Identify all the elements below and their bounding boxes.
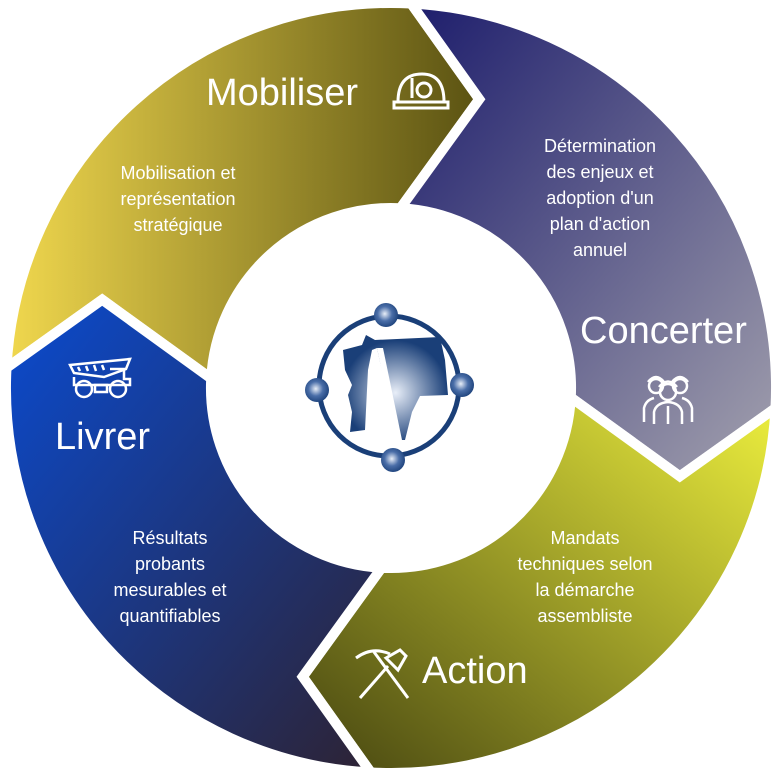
- segment-desc-mobiliser: Mobilisation et représentation stratégiq…: [88, 160, 268, 238]
- desc-line: Mandats: [550, 528, 620, 548]
- dump-truck-icon: [68, 357, 132, 399]
- desc-line: annuel: [572, 240, 628, 260]
- organization-logo: [305, 303, 474, 472]
- segment-title-livrer: Livrer: [55, 416, 151, 458]
- desc-line: quantifiables: [119, 606, 221, 626]
- segment-title-concerter: Concerter: [580, 310, 747, 352]
- desc-line: Résultats: [132, 528, 208, 548]
- segment-desc-concerter: Détermination des enjeux et adoption d'u…: [510, 133, 690, 263]
- desc-line: des enjeux et: [546, 162, 654, 182]
- desc-line: assembliste: [537, 606, 633, 626]
- segment-desc-livrer: Résultats probants mesurables et quantif…: [80, 525, 260, 629]
- segment-title-mobiliser: Mobiliser: [206, 72, 359, 114]
- desc-line: probants: [134, 554, 206, 574]
- desc-line: stratégique: [133, 215, 223, 235]
- desc-line: techniques selon: [517, 554, 653, 574]
- desc-line: Détermination: [543, 136, 657, 156]
- desc-line: adoption d'un: [546, 188, 654, 208]
- desc-line: représentation: [120, 189, 236, 209]
- desc-line: mesurables et: [113, 580, 227, 600]
- segment-title-action: Action: [422, 650, 528, 692]
- miner-helmet-icon: [392, 72, 450, 110]
- desc-line: la démarche: [535, 580, 635, 600]
- segment-desc-action: Mandats techniques selon la démarche ass…: [495, 525, 675, 629]
- desc-line: Mobilisation et: [120, 163, 236, 183]
- pickaxe-shovel-icon: [355, 648, 410, 699]
- desc-line: plan d'action: [549, 214, 651, 234]
- workers-group-icon: [642, 375, 694, 424]
